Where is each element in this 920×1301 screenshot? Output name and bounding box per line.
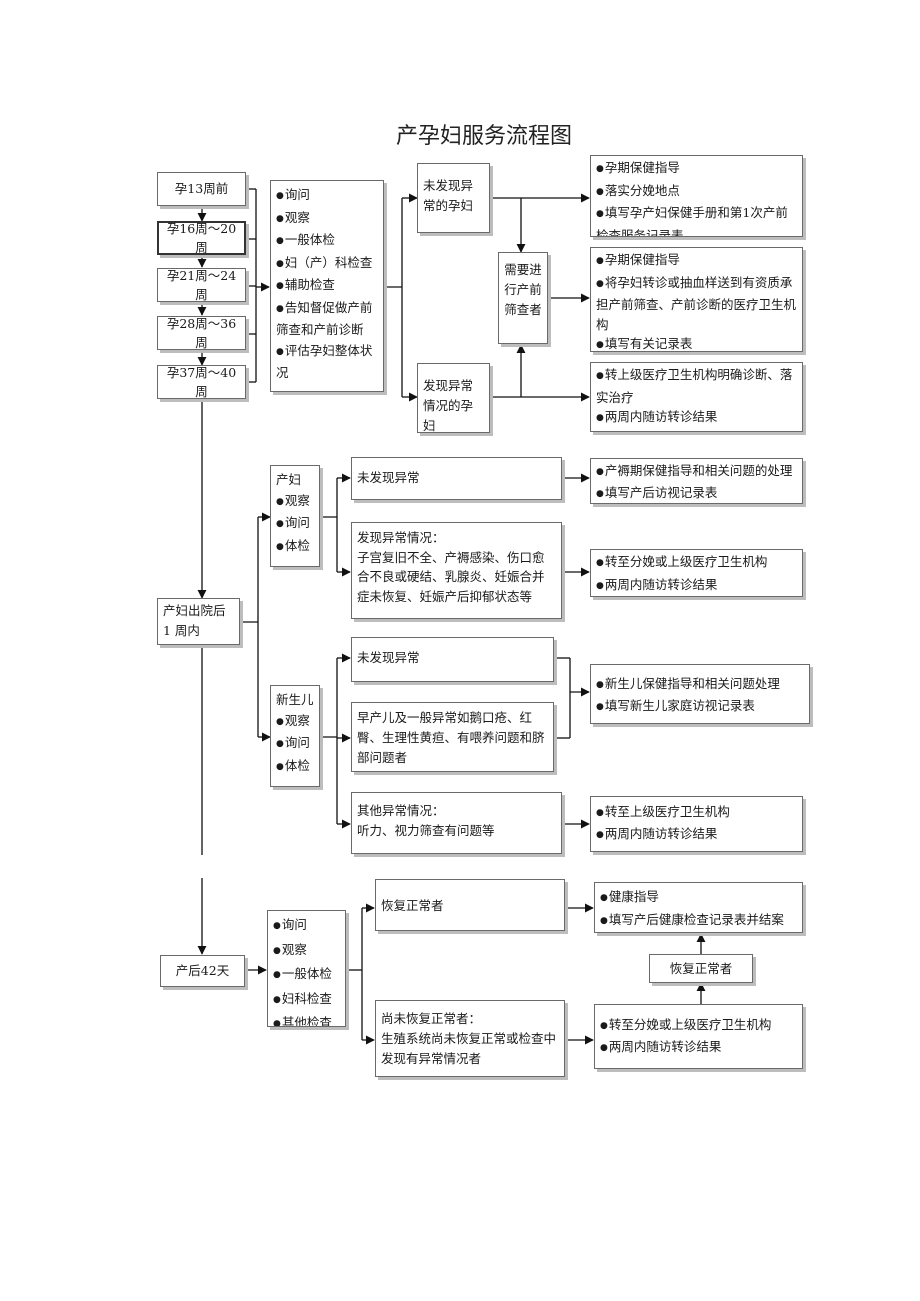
day42-check-item: 观察 [273, 939, 340, 964]
outcome-item: 两周内随访转诊结果 [596, 407, 797, 430]
outcome-item: 填写产后访视记录表 [596, 483, 797, 503]
prenatal-check-item: 辅助检查 [276, 275, 378, 298]
newborn-check-item: 观察 [276, 711, 314, 734]
mother-check-item: 体检 [276, 536, 314, 559]
prenatal-check-item: 告知督促做产前筛查和产前诊断 [276, 298, 378, 341]
outcome-item: 两周内随访转诊结果 [596, 824, 797, 846]
outcome-item: 填写产后健康检查记录表并结案 [600, 910, 797, 933]
outcome-item: 填写有关记录表 [596, 334, 797, 351]
newborn-minor-abnormal-box: 早产儿及一般异常如鹅口疮、红臀、生理性黄疸、有喂养问题和脐部问题者 [351, 702, 554, 772]
postpartum-42-days-box: 产后42天 [160, 955, 245, 987]
prenatal-normal-box: 未发现异常的孕妇 [417, 163, 490, 233]
mother-check-item: 询问 [276, 513, 314, 536]
newborn-title: 新生儿 [276, 692, 314, 707]
newborn-check-item: 体检 [276, 756, 314, 779]
outcome-item: 孕期保健指导 [596, 158, 797, 181]
day42-recovered-outcome-box: 健康指导 填写产后健康检查记录表并结案 [594, 882, 803, 933]
recovered-mid-box: 恢复正常者 [649, 954, 753, 983]
mother-abnormal-box: 发现异常情况： 子宫复旧不全、产褥感染、伤口愈合不良或硬结、乳腺炎、妊娠合并症未… [351, 522, 562, 619]
newborn-check-item: 询问 [276, 733, 314, 756]
outcome-item: 转至分娩或上级医疗卫生机构 [600, 1015, 797, 1037]
prenatal-normal-outcome-box: 孕期保健指导 落实分娩地点 填写孕产妇保健手册和第1次产前检查服务记录表 [590, 155, 803, 237]
outcome-item: 两周内随访转诊结果 [596, 575, 797, 597]
outcome-item: 填写孕产妇保健手册和第1次产前检查服务记录表 [596, 203, 797, 236]
prenatal-check-item: 询问 [276, 185, 378, 208]
page-title: 产孕妇服务流程图 [395, 124, 572, 149]
outcome-item: 落实分娩地点 [596, 181, 797, 204]
mother-abnormal-heading: 发现异常情况： [357, 530, 445, 545]
prenatal-abnormal-outcome-box: 转上级医疗卫生机构明确诊断、落实治疗 两周内随访转诊结果 [590, 362, 803, 432]
day42-not-recovered-outcome-box: 转至分娩或上级医疗卫生机构 两周内随访转诊结果 [594, 1004, 803, 1069]
outcome-item: 两周内随访转诊结果 [600, 1037, 797, 1059]
newborn-normal-box: 未发现异常 [351, 637, 554, 682]
prenatal-abnormal-box: 发现异常情况的孕妇 [417, 363, 490, 433]
discharge-stage-box: 产妇出院后 1 周内 [157, 598, 240, 645]
mother-title: 产妇 [276, 472, 302, 487]
mother-checks-box: 产妇 观察 询问 体检 [270, 465, 320, 567]
newborn-other-abnormal-box: 其他异常情况： 听力、视力筛查有问题等 [351, 792, 562, 854]
mother-abnormal-outcome-box: 转至分娩或上级医疗卫生机构 两周内随访转诊结果 [590, 549, 803, 597]
day42-checks-box: 询问 观察 一般体检 妇科检查 其他检查 [267, 910, 346, 1027]
newborn-normal-outcome-box: 新生儿保健指导和相关问题处理 填写新生儿家庭访视记录表 [590, 664, 810, 724]
mother-check-item: 观察 [276, 491, 314, 514]
outcome-item: 填写新生儿家庭访视记录表 [596, 696, 804, 718]
mother-abnormal-detail: 子宫复旧不全、产褥感染、伤口愈合不良或硬结、乳腺炎、妊娠合并症未恢复、妊娠产后抑… [357, 549, 545, 604]
not-recovered-detail: 生殖系统尚未恢复正常或检查中发现有异常情况者 [381, 1031, 557, 1066]
prenatal-checks-box: 询问 观察 一般体检 妇（产）科检查 辅助检查 告知督促做产前筛查和产前诊断 评… [270, 180, 384, 392]
mother-normal-outcome-box: 产褥期保健指导和相关问题的处理 填写产后访视记录表 [590, 458, 803, 504]
not-recovered-heading: 尚未恢复正常者： [381, 1011, 482, 1026]
prenatal-screening-outcome-box: 孕期保健指导 将孕妇转诊或抽血样送到有资质承担产前筛查、产前诊断的医疗卫生机构 … [590, 247, 803, 352]
stage-16-20-weeks: 孕16周～20周 [157, 221, 246, 255]
prenatal-check-item: 一般体检 [276, 230, 378, 253]
day42-recovered-box: 恢复正常者 [375, 879, 565, 931]
newborn-other-outcome-box: 转至上级医疗卫生机构 两周内随访转诊结果 [590, 796, 803, 852]
day42-check-item: 询问 [273, 914, 340, 939]
outcome-item: 产褥期保健指导和相关问题的处理 [596, 461, 797, 483]
need-screening-box: 需要进行产前筛查者 [498, 252, 548, 344]
day42-check-item: 一般体检 [273, 963, 340, 988]
prenatal-check-item: 妇（产）科检查 [276, 253, 378, 276]
outcome-item: 转至上级医疗卫生机构 [596, 802, 797, 824]
stage-37-40-weeks: 孕37周～40周 [157, 365, 246, 399]
stage-28-36-weeks: 孕28周～36周 [157, 316, 246, 350]
day42-check-item: 其他检查 [273, 1012, 340, 1026]
outcome-item: 转至分娩或上级医疗卫生机构 [596, 552, 797, 575]
stage-before-13-weeks: 孕13周前 [157, 172, 246, 206]
newborn-other-heading: 其他异常情况： [357, 803, 445, 818]
day42-not-recovered-box: 尚未恢复正常者： 生殖系统尚未恢复正常或检查中发现有异常情况者 [375, 1000, 565, 1077]
outcome-item: 新生儿保健指导和相关问题处理 [596, 674, 804, 696]
outcome-item: 孕期保健指导 [596, 250, 797, 273]
day42-check-item: 妇科检查 [273, 988, 340, 1013]
outcome-item: 健康指导 [600, 887, 797, 910]
stage-21-24-weeks: 孕21周～24周 [157, 268, 246, 302]
outcome-item: 将孕妇转诊或抽血样送到有资质承担产前筛查、产前诊断的医疗卫生机构 [596, 273, 797, 335]
prenatal-check-item: 评估孕妇整体状况 [276, 341, 378, 384]
newborn-other-detail: 听力、视力筛查有问题等 [357, 823, 495, 838]
newborn-checks-box: 新生儿 观察 询问 体检 [270, 685, 320, 787]
outcome-item: 转上级医疗卫生机构明确诊断、落实治疗 [596, 365, 797, 407]
mother-normal-box: 未发现异常 [351, 457, 562, 500]
prenatal-check-item: 观察 [276, 208, 378, 231]
